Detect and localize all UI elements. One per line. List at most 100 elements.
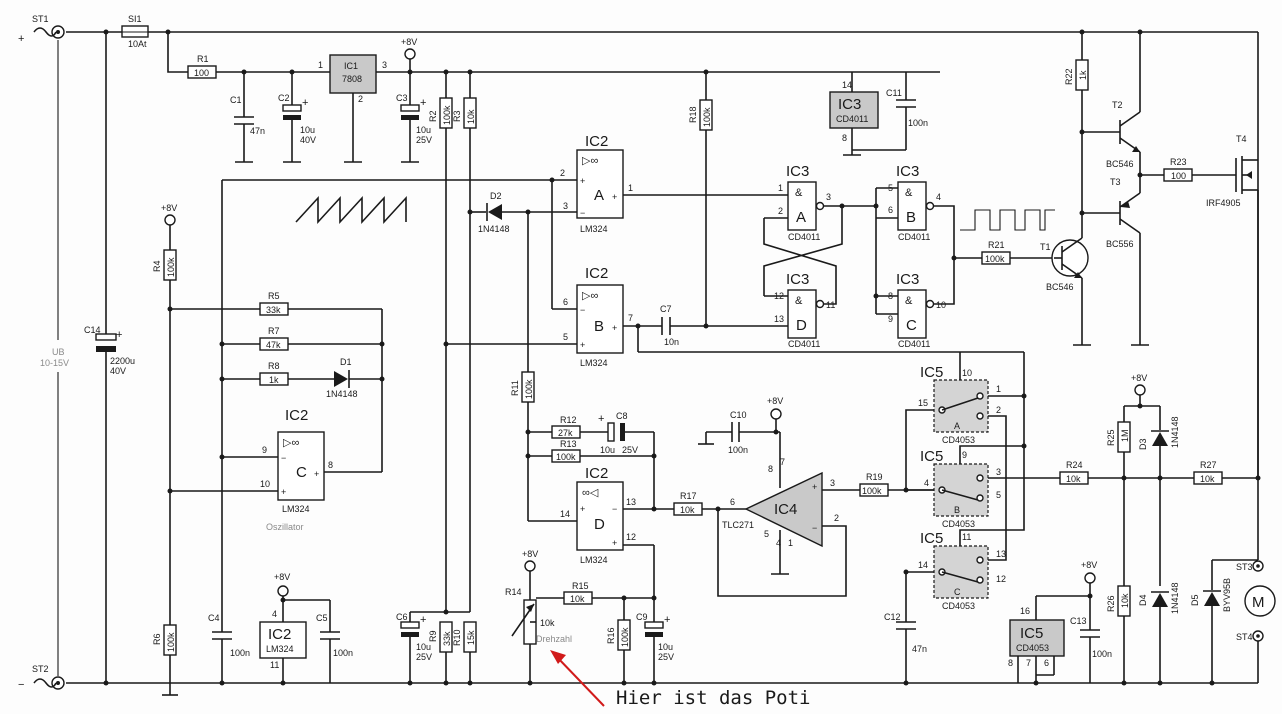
svg-text:12: 12 [996,574,1006,584]
svg-text:9: 9 [888,314,893,324]
svg-text:&: & [905,295,913,307]
svg-text:12: 12 [626,532,636,542]
svg-text:6: 6 [888,205,893,215]
svg-text:40V: 40V [110,366,126,376]
connector-st2: − ST2 [18,664,65,691]
svg-text:C5: C5 [316,613,328,623]
svg-text:1: 1 [788,538,793,548]
svg-text:+: + [302,97,308,109]
svg-text:IC2: IC2 [268,626,291,643]
svg-text:R7: R7 [268,326,280,336]
ic5-power: IC5 CD4053 16 8 7 6 [1008,595,1090,683]
minus-sign: − [18,679,24,691]
capacitor-c2: C2 + 10u 40V [278,72,316,163]
svg-text:+: + [812,482,817,492]
svg-text:R12: R12 [560,415,577,425]
svg-text:+: + [420,614,426,626]
svg-text:BC556: BC556 [1106,239,1134,249]
svg-text:47k: 47k [266,340,281,350]
svg-text:IC5: IC5 [920,364,943,381]
svg-text:8: 8 [842,133,847,143]
svg-text:+8V: +8V [401,37,417,47]
capacitor-c14: C14 + 2200u 40V [84,32,135,683]
svg-text:+8V: +8V [522,549,538,559]
svg-text:13: 13 [996,549,1006,559]
transistor-t1: T1 BC546 [1040,213,1091,346]
svg-text:2200u: 2200u [110,356,135,366]
svg-text:1M: 1M [1120,429,1130,442]
svg-text:R27: R27 [1200,460,1217,470]
st2-label: ST2 [32,664,49,674]
svg-text:+: + [612,323,617,333]
svg-text:C: C [906,317,917,334]
svg-text:+8V: +8V [767,396,783,406]
svg-text:C8: C8 [616,411,628,421]
svg-text:D4: D4 [1138,594,1148,606]
svg-text:10k: 10k [1200,474,1215,484]
svg-text:IRF4905: IRF4905 [1206,198,1241,208]
resistor-r21: R21 100k [954,240,1054,265]
svg-text:R9: R9 [428,630,438,642]
svg-text:11: 11 [962,532,971,542]
svg-text:R4: R4 [152,260,162,272]
svg-text:UB: UB [52,347,65,357]
resistor-r17: R17 10k [673,491,746,516]
svg-text:T1: T1 [1040,242,1051,252]
svg-text:+: + [664,614,670,626]
svg-text:CD4011: CD4011 [788,339,820,349]
svg-text:100k: 100k [862,486,882,496]
svg-text:R17: R17 [680,491,697,501]
svg-text:+: + [314,469,319,479]
svg-text:ST3: ST3 [1236,562,1253,572]
capacitor-c4: C4 100n [208,613,250,683]
svg-text:R22: R22 [1064,68,1074,85]
svg-text:C12: C12 [884,612,901,622]
svg-text:R18: R18 [688,106,698,123]
diode-d3: D3 1N4148 [1138,406,1180,586]
svg-text:CD4011: CD4011 [898,232,930,242]
svg-text:R26: R26 [1106,595,1116,612]
svg-text:47n: 47n [250,126,265,136]
svg-text:R24: R24 [1066,460,1083,470]
svg-text:8: 8 [768,464,773,474]
fuse-si1: SI1 10At [121,14,149,49]
svg-text:∞◁: ∞◁ [582,487,599,499]
resistor-r18: R18 100k [688,72,713,326]
annotation-text: Hier ist das Poti [616,687,810,709]
svg-text:100k: 100k [985,254,1005,264]
motor-symbol: M [1252,594,1265,611]
svg-text:+8V: +8V [274,572,290,582]
nand-ic3d: IC3 & D 12 13 11 CD4011 [763,206,843,349]
svg-text:100n: 100n [230,648,250,658]
svg-text:R16: R16 [606,627,616,644]
svg-text:47n: 47n [912,644,927,654]
capacitor-c11: C11 100n [886,72,928,150]
svg-text:+: + [281,487,286,497]
svg-text:B: B [594,318,604,335]
svg-text:2: 2 [358,94,363,104]
svg-text:100n: 100n [333,648,353,658]
resistor-r12: R12 27k [528,415,608,439]
svg-text:LM324: LM324 [580,555,608,565]
svg-text:IC5: IC5 [920,530,943,547]
switch-ic5b: IC5 B CD4053 4 9 3 5 [920,448,1001,529]
svg-text:&: & [795,187,803,199]
regulator-ic1: IC1 7808 1 3 2 [318,54,940,163]
opamp-ic4: IC4 TLC271 + − 6 3 2 8 7 5 4 1 [722,432,860,575]
svg-text:1k: 1k [1078,70,1088,80]
svg-text:D2: D2 [490,191,502,201]
potentiometer-r14[interactable]: +8V R14 10k Drehzahl [505,549,572,683]
svg-text:9: 9 [962,450,967,460]
plus-sign: + [18,33,24,45]
svg-text:1N4148: 1N4148 [478,224,510,234]
svg-text:IC3: IC3 [838,96,861,113]
svg-text:TLC271: TLC271 [722,520,754,530]
svg-text:−: − [580,208,585,218]
svg-text:R23: R23 [1170,157,1187,167]
svg-text:10k: 10k [1120,593,1130,608]
svg-text:3: 3 [996,467,1001,477]
svg-text:3: 3 [563,201,568,211]
capacitor-c3: C3 + 10u 25V +8V [396,37,432,163]
nand-ic3a: IC3 & A 1 2 3 CD4011 [764,163,876,242]
svg-text:D1: D1 [340,357,352,367]
